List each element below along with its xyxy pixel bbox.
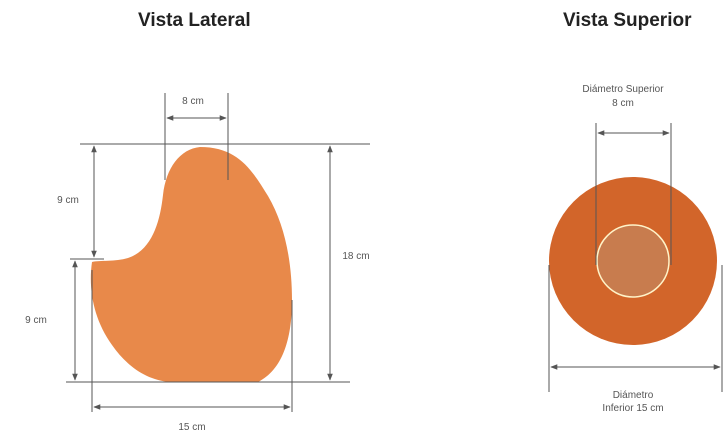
lower-height-label: 9 cm [25, 315, 47, 326]
upper-height-label: 9 cm [57, 195, 79, 206]
lateral-view-title: Vista Lateral [138, 10, 251, 31]
lateral-extension-lines [66, 93, 370, 412]
top-view-title: Vista Superior [563, 10, 692, 31]
lateral-view: 8 cm 9 cm 9 cm 18 cm 15 cm [25, 93, 370, 433]
total-height-label: 18 cm [342, 251, 369, 262]
top-view-dimension-lines [550, 130, 721, 370]
bottom-diameter-label-line1: Diámetro [613, 390, 654, 401]
base-width-label: 15 cm [178, 422, 205, 433]
top-width-label: 8 cm [182, 96, 204, 107]
top-view-extension-lines [548, 123, 723, 392]
top-diameter-label-line2: 8 cm [612, 98, 634, 109]
top-diameter-disc [596, 224, 670, 298]
lateral-dimension-lines [72, 115, 333, 410]
bottom-diameter-label-line2: Inferior 15 cm [602, 403, 663, 414]
top-view: Diámetro Superior 8 cm Diámetro Inferior… [548, 84, 723, 414]
top-diameter-label-line1: Diámetro Superior [582, 84, 664, 95]
object-side-profile [90, 147, 292, 382]
